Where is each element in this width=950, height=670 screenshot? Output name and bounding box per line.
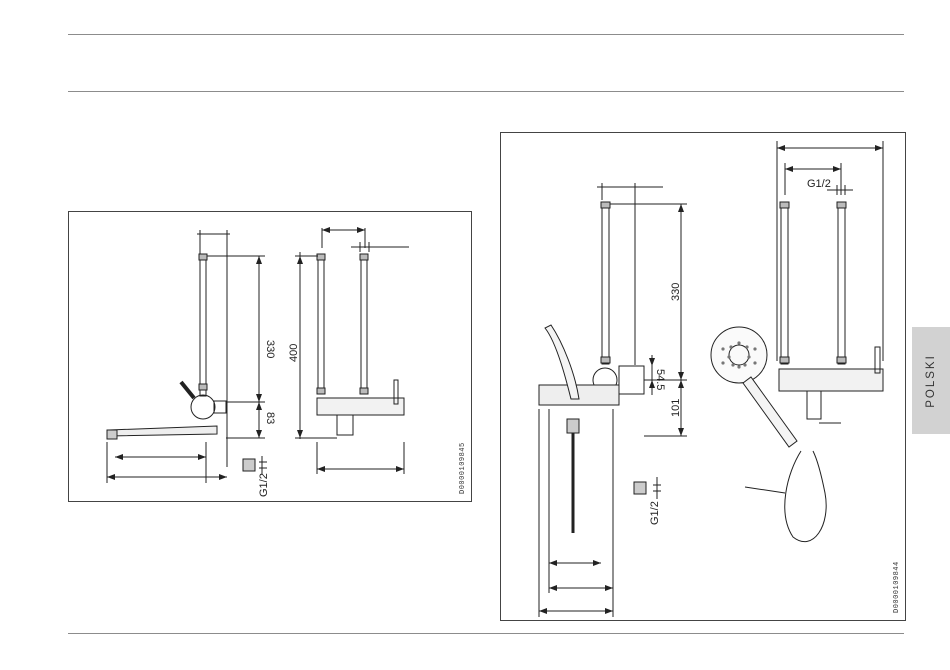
outlet-block-right [619, 366, 644, 394]
riser-pipe-right [602, 204, 609, 364]
header-rule-bottom [68, 91, 904, 92]
mixer-body-side [317, 398, 404, 415]
dim-right-330: 330 [670, 283, 682, 301]
pipe-nut-bottom [199, 384, 207, 390]
riser-pipe-left [200, 256, 206, 396]
drawing-id-left: D0000109845 [459, 442, 467, 494]
footer-rule [68, 633, 904, 634]
dim-left-330: 330 [264, 340, 276, 358]
header-rule-top [68, 34, 904, 35]
pipe-nut-top [199, 254, 207, 260]
hand-shower-head [711, 327, 767, 383]
lever-handle [181, 382, 194, 398]
dim-right-thread-bottom: G1/2 [649, 501, 661, 525]
riser-pipe-d [838, 204, 845, 364]
dim-left-400: 400 [288, 344, 300, 362]
dim-right-101: 101 [670, 399, 682, 417]
language-tab[interactable]: POLSKI [912, 327, 950, 434]
diverter-knob [337, 415, 353, 435]
spout-aerator [107, 430, 117, 439]
dim-left-83: 83 [264, 412, 276, 424]
riser-pipe-b [361, 256, 367, 394]
riser-pipe-a [318, 256, 324, 394]
figure-left-bath-mixer-dimensions: 330 83 400 G1/2 D0000109845 [68, 211, 472, 502]
dim-right-54-5: 54.5 [654, 369, 666, 390]
figure-right-shower-set-dimensions: G1/2 330 54.5 101 G1/2 D0000109844 [500, 132, 906, 621]
dim-right-thread-top: G1/2 [807, 178, 831, 190]
shower-hose [785, 451, 826, 542]
riser-pipe-c [781, 204, 788, 364]
bath-mixer-drawing: 330 83 400 G1/2 [69, 212, 473, 503]
bath-spout [109, 426, 217, 436]
dim-left-thread: G1/2 [258, 473, 270, 497]
mixer-body-front [779, 369, 883, 391]
language-tab-label: POLSKI [925, 354, 937, 408]
drawing-id-right: D0000109844 [893, 561, 901, 613]
bath-spout-right [539, 385, 619, 405]
mixer-body-round [191, 395, 215, 419]
outlet-block [214, 401, 226, 413]
shower-set-drawing: G1/2 330 54.5 101 G1/2 [501, 133, 907, 622]
diverter-front [807, 391, 821, 419]
